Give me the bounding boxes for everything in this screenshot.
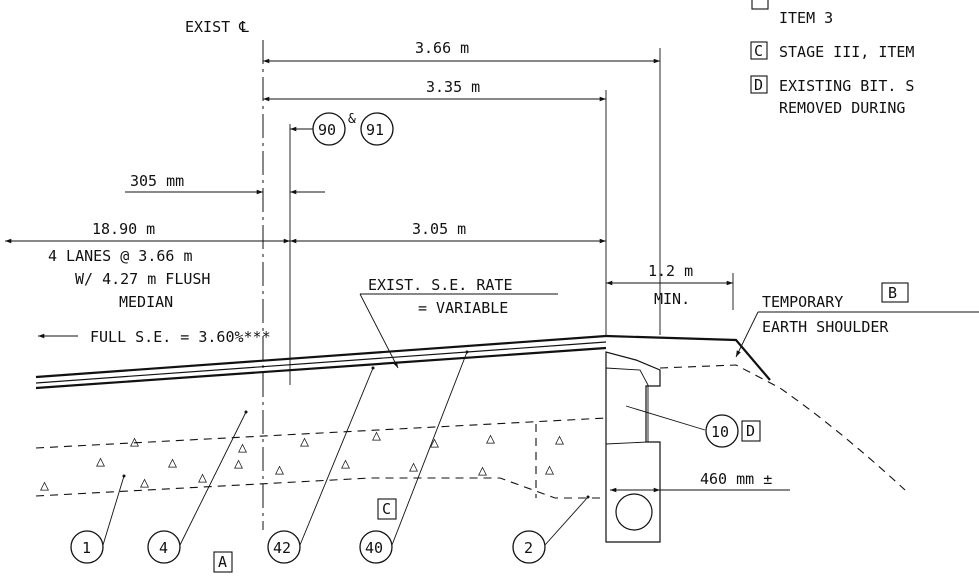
dimension-3-05: 3.05 m — [290, 220, 606, 244]
legend-letter-d: D — [754, 76, 763, 94]
legend: ITEM 3 C STAGE III, ITEM D EXISTING BIT.… — [750, 0, 914, 117]
svg-text:△: △ — [96, 452, 105, 470]
box-c — [377, 498, 397, 520]
callout-4: 4 — [147, 410, 248, 564]
svg-text:△: △ — [140, 473, 149, 491]
box-c-letter: C — [382, 500, 391, 518]
svg-text:△: △ — [198, 468, 207, 486]
box-a — [213, 551, 233, 573]
lanes-note-3: MEDIAN — [119, 293, 173, 311]
dimension-305mm: 305 mm — [125, 172, 325, 195]
dimension-3-66: 3.66 m — [263, 39, 661, 335]
se-rate-line2: = VARIABLE — [418, 299, 508, 317]
temporary-earth-shoulder-note: TEMPORARY B EARTH SHOULDER — [735, 282, 979, 358]
callout-2: 2 — [512, 495, 590, 564]
callout-42: 42 — [267, 366, 375, 564]
curb-structure — [605, 351, 661, 543]
box-d — [741, 420, 761, 442]
legend-box-b-partial — [751, 0, 769, 10]
box-b — [881, 282, 909, 303]
box-a-letter: A — [218, 553, 227, 571]
aggregate-symbols: △ △ △ △ △ △ △ △ △ △ △ △ △ △ △ △ △ △ — [40, 426, 564, 494]
legend-box-c — [750, 41, 768, 60]
box-b-letter: B — [888, 284, 897, 302]
ampersand: & — [348, 112, 356, 127]
dimension-1-2-min: 1.2 m MIN. — [606, 262, 734, 310]
callout-1-label: 1 — [82, 539, 91, 557]
legend-existing-bit: EXISTING BIT. S — [779, 77, 914, 95]
callout-4-label: 4 — [159, 539, 168, 557]
dimension-3-35: 3.35 m — [263, 78, 607, 335]
legend-removed-during: REMOVED DURING — [779, 99, 905, 117]
full-se-label: FULL S.E. = 3.60%*** — [90, 328, 271, 346]
dim-3-35-label: 3.35 m — [426, 78, 480, 96]
svg-text:△: △ — [168, 453, 177, 471]
callout-1: 1 — [70, 474, 126, 564]
svg-text:△: △ — [555, 430, 564, 448]
box-d-letter: D — [746, 422, 755, 440]
legend-box-d — [750, 75, 768, 94]
svg-text:△: △ — [478, 461, 487, 479]
dim-1-2-label: 1.2 m — [648, 262, 693, 280]
temporary-label: TEMPORARY — [762, 293, 843, 311]
dim-18-90-label: 18.90 m — [92, 220, 155, 238]
svg-text:△: △ — [40, 476, 49, 494]
lanes-note-1: 4 LANES @ 3.66 m — [48, 247, 193, 265]
dim-3-05-label: 3.05 m — [412, 220, 466, 238]
callout-90-91: 90 & 91 — [289, 112, 394, 385]
svg-text:△: △ — [300, 432, 309, 450]
svg-text:△: △ — [341, 454, 350, 472]
callout-90: 90 — [318, 121, 336, 139]
callout-2-label: 2 — [524, 539, 533, 557]
callout-42-label: 42 — [273, 539, 291, 557]
earth-shoulder-label: EARTH SHOULDER — [762, 318, 889, 336]
callout-10-d: 10 D — [625, 405, 761, 448]
svg-text:△: △ — [545, 460, 554, 478]
se-rate-line1: EXIST. S.E. RATE — [368, 276, 513, 294]
dim-305mm-label: 305 mm — [130, 172, 184, 190]
svg-text:△: △ — [430, 433, 439, 451]
pavement-section — [35, 334, 906, 499]
dim-3-66-label: 3.66 m — [415, 39, 469, 57]
dimension-18-90: 18.90 m — [4, 220, 290, 244]
callout-10: 10 — [711, 423, 729, 441]
svg-text:△: △ — [234, 454, 243, 472]
svg-text:△: △ — [130, 432, 139, 450]
svg-text:△: △ — [275, 460, 284, 478]
callout-40: 40 — [359, 350, 469, 564]
svg-text:△: △ — [486, 429, 495, 447]
dimension-460mm: 460 mm ± — [610, 470, 790, 493]
lanes-note-2: W/ 4.27 m FLUSH — [75, 270, 210, 288]
callout-40-label: 40 — [365, 539, 383, 557]
dim-460mm-label: 460 mm ± — [700, 470, 772, 488]
full-se-note: FULL S.E. = 3.60%*** — [38, 328, 271, 346]
legend-letter-c: C — [754, 42, 763, 60]
exist-centerline-label: EXIST ℄ — [185, 18, 249, 36]
exist-se-rate-note: EXIST. S.E. RATE = VARIABLE — [359, 276, 558, 369]
dim-min-label: MIN. — [654, 290, 690, 308]
callout-91: 91 — [366, 121, 384, 139]
legend-stage-iii: STAGE III, ITEM — [779, 43, 914, 61]
svg-text:△: △ — [409, 457, 418, 475]
svg-text:△: △ — [238, 438, 247, 456]
svg-text:△: △ — [372, 426, 381, 444]
legend-item3: ITEM 3 — [779, 9, 833, 27]
